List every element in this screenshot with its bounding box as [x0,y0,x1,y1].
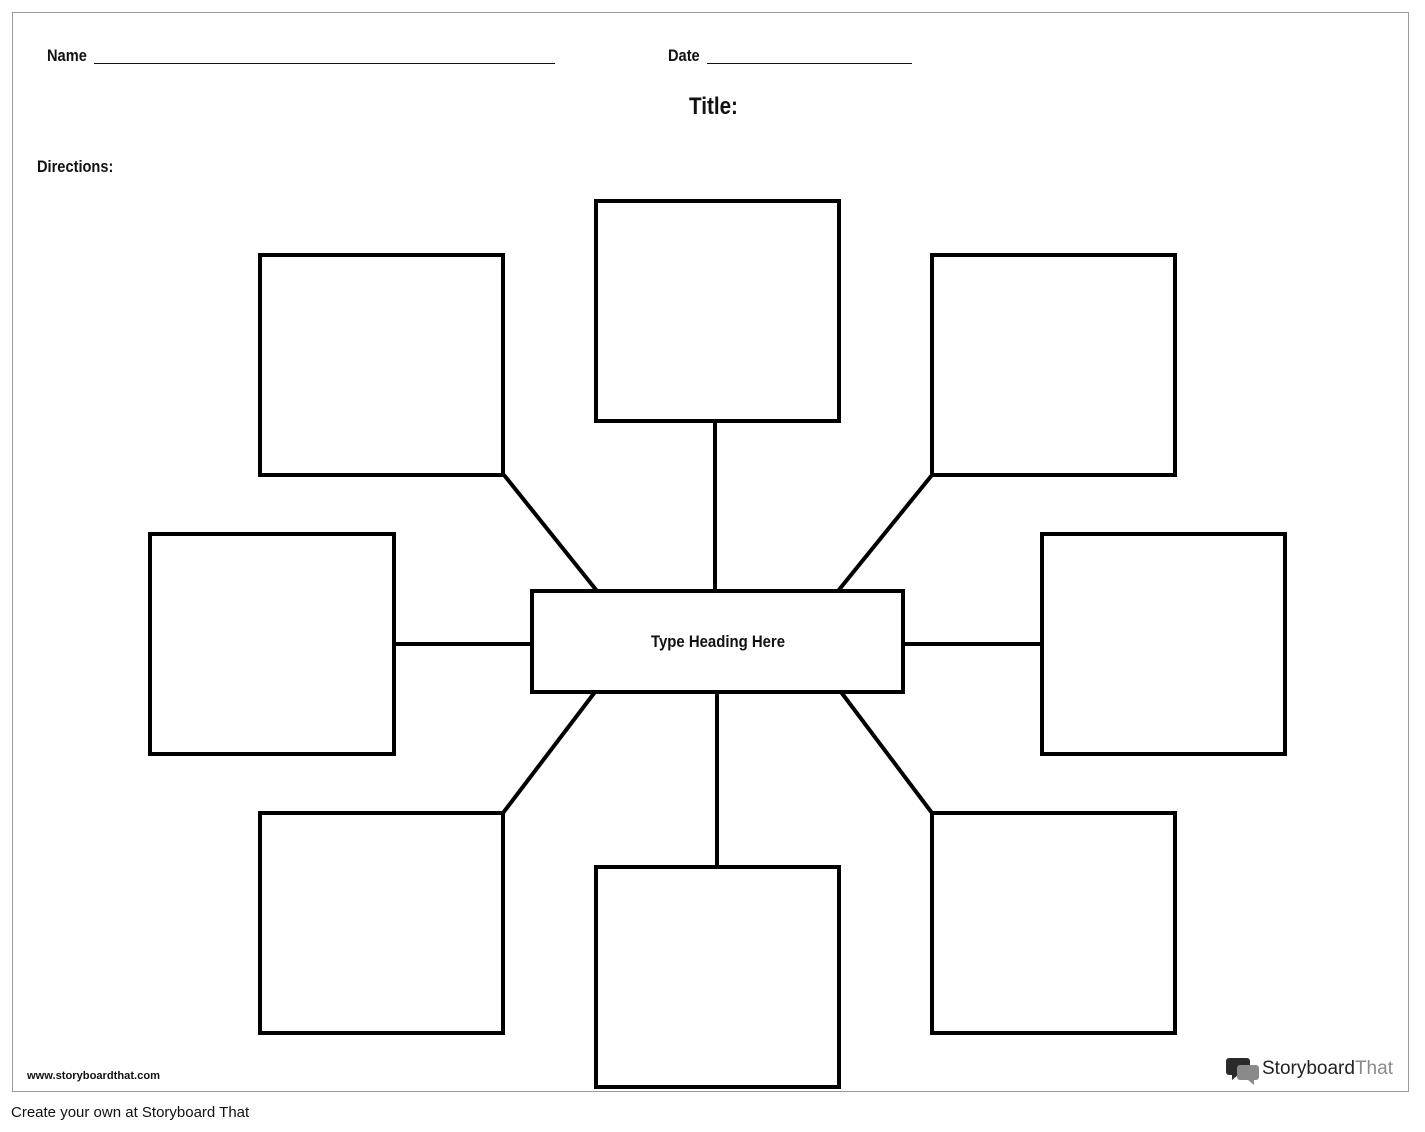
logo-text-that: That [1354,1058,1393,1079]
footer-caption[interactable]: Create your own at Storyboard That [11,1104,250,1121]
name-input-line[interactable] [94,63,555,64]
outer-box-bottom-right[interactable] [930,811,1177,1035]
connector-bottom-right [839,690,934,815]
directions-label: Directions: [37,157,114,176]
date-input-line[interactable] [707,63,912,64]
outer-box-left[interactable] [148,532,396,756]
outer-box-top-right[interactable] [930,253,1177,477]
name-label: Name [47,46,87,65]
storyboard-that-logo-icon [1226,1058,1259,1085]
outer-box-top[interactable] [594,199,841,423]
outer-box-bottom[interactable] [594,865,841,1089]
outer-box-bottom-left[interactable] [258,811,505,1035]
title-label: Title: [689,93,738,120]
center-heading[interactable]: Type Heading Here [651,632,785,651]
outer-box-right[interactable] [1040,532,1287,756]
center-box[interactable] [530,589,905,694]
connector-bottom-left [501,690,597,815]
website-url: www.storyboardthat.com [26,1070,160,1082]
outer-box-top-left[interactable] [258,253,505,477]
connector-top-right [836,473,934,593]
connector-top-left [502,473,599,593]
logo-text-storyboard: Storyboard [1262,1058,1355,1079]
date-label: Date [668,46,700,65]
